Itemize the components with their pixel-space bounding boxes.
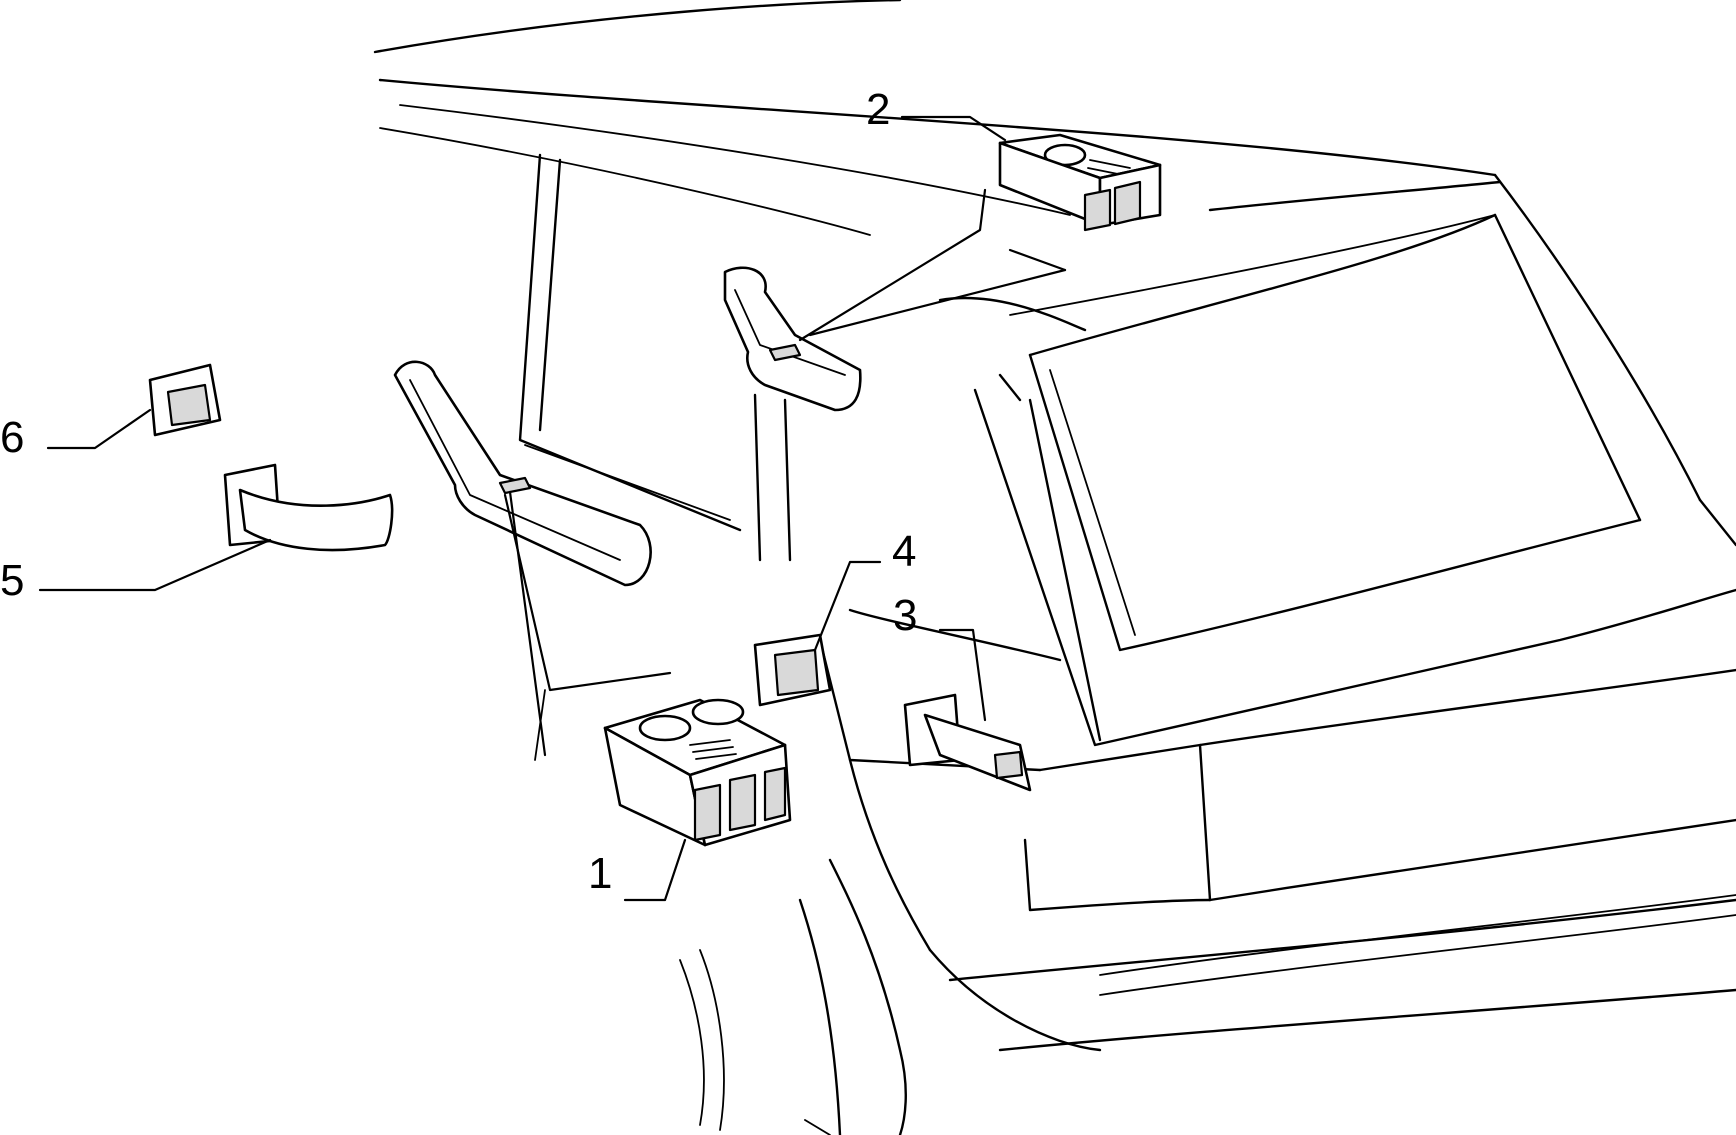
interior-lamp-unit-lower [603, 698, 792, 847]
door-switch-plunger [903, 693, 1032, 792]
interior-lamp-unit-upper [998, 133, 1162, 232]
callout-labels: 1 2 3 4 5 6 [0, 85, 917, 898]
callout-3: 3 [893, 591, 917, 640]
callout-5: 5 [0, 556, 24, 605]
grab-handle-lower [393, 360, 652, 587]
callout-4: 4 [892, 527, 916, 576]
handle-end-cover [223, 463, 394, 552]
switch-bezel [753, 633, 832, 707]
small-bezel [148, 363, 222, 437]
grab-handle-upper [723, 266, 862, 412]
callout-2: 2 [866, 85, 890, 134]
leader-lines [38, 115, 1067, 902]
callout-6: 6 [0, 413, 24, 462]
callout-1: 1 [588, 849, 612, 898]
